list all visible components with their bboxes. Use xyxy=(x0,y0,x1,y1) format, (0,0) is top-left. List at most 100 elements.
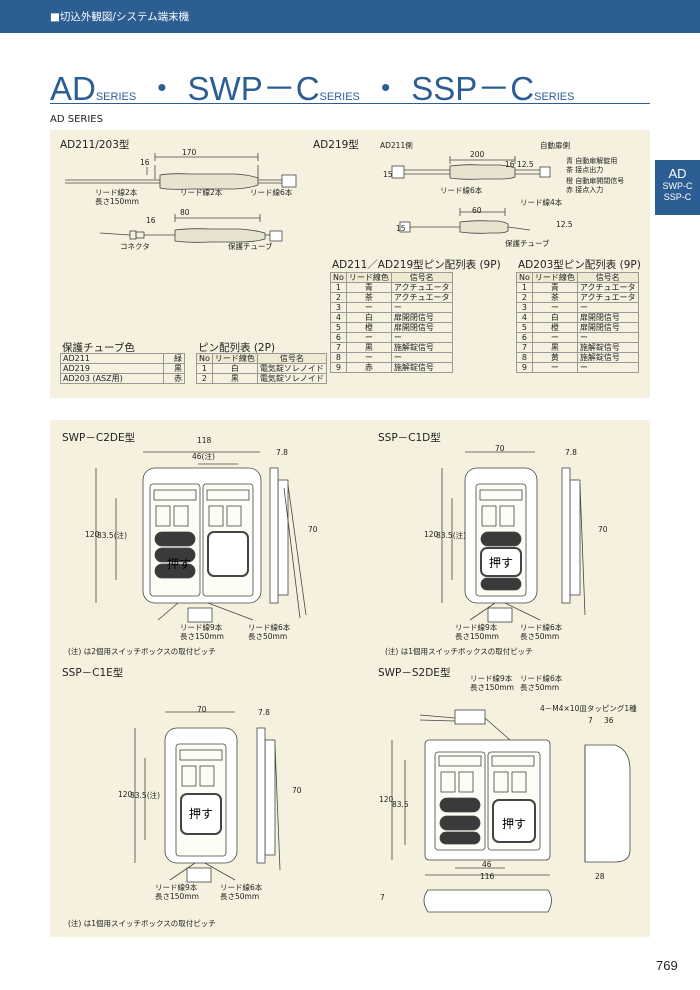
ssp-c1d-dim-70b: 70 xyxy=(598,525,608,534)
ssp-c1e-dim-120: 120 xyxy=(118,790,133,799)
wire-color: 茶 xyxy=(566,166,573,174)
table-cell: 青 xyxy=(345,282,392,293)
ad219-title: AD219型 xyxy=(313,139,359,151)
swp-c2de-dim-120: 120 xyxy=(85,530,100,539)
title-series: SERIES xyxy=(95,91,137,103)
table-cell: 黄 xyxy=(531,352,578,363)
table-cell: 赤 xyxy=(345,362,392,373)
ad219-dim-15b: 15 xyxy=(396,224,406,233)
swp-s2de-lead9: リード線9本 xyxy=(470,674,513,683)
table-cell: 3 xyxy=(516,302,533,313)
swp-s2de-drawing: 押す xyxy=(391,709,631,913)
ad211-dim-80: 80 xyxy=(180,208,190,217)
table-cell: ー xyxy=(390,332,453,343)
table-cell: 扉開閉信号 xyxy=(390,322,453,333)
table-cell: 8 xyxy=(516,352,533,363)
pin9a-title: AD211／AD219型ピン配列表 (9P) xyxy=(332,259,501,271)
swp-s2de-dim-7b: 7 xyxy=(380,893,385,902)
ad219-dim-60: 60 xyxy=(472,206,482,215)
table-cell: 扉開閉信号 xyxy=(576,322,639,333)
table-cell: ー xyxy=(390,352,453,363)
ad211-dim-170: 170 xyxy=(182,148,197,157)
title-series: SERIES xyxy=(534,91,575,103)
ad219-tube: 保護チューブ xyxy=(505,239,550,248)
swp-c2de-dim-46: 46(注) xyxy=(192,452,215,461)
ad219-wire-orange: 橙 自動扉開閉信号 xyxy=(566,176,624,186)
table-cell: ー xyxy=(345,302,392,313)
table-cell: 青 xyxy=(531,282,578,293)
table-cell: 3 xyxy=(330,302,347,313)
table-cell: 施解錠信号 xyxy=(390,342,453,353)
table-header: No xyxy=(330,272,347,283)
table-cell: 6 xyxy=(516,332,533,343)
ssp-c1e-lead9: リード線9本 xyxy=(155,883,198,892)
title-rule xyxy=(50,103,650,104)
table-cell: 茶 xyxy=(531,292,578,303)
table-cell: ー xyxy=(576,302,639,313)
table-cell: AD203 (ASZ用) xyxy=(59,373,165,384)
table-cell: 橙 xyxy=(531,322,578,333)
swp-s2de-dim-36: 36 xyxy=(604,716,614,725)
table-cell: アクチュエータ xyxy=(576,292,639,303)
ad211-dim-16b: 16 xyxy=(146,216,156,225)
table-cell: 5 xyxy=(516,322,533,333)
ad219-dim-15: 15 xyxy=(383,170,393,179)
ssp-c1e-lead6: リード線6本 xyxy=(220,883,263,892)
ad219-side-ad211: AD211側 xyxy=(380,141,413,150)
header-bar: ■切込外観図/システム端末機 xyxy=(0,0,700,33)
table-cell: 1 xyxy=(330,282,347,293)
ad219-drawing xyxy=(391,156,551,234)
table-cell: 1 xyxy=(516,282,533,293)
table-cell: 9 xyxy=(330,362,347,373)
ssp-c1e-dim-70: 70 xyxy=(197,705,207,714)
table-cell: 6 xyxy=(330,332,347,343)
ssp-c1e-note: (注) は1個用スイッチボックスの取付ピッチ xyxy=(68,919,216,928)
title-dot: ・ xyxy=(359,70,412,107)
table-cell: ー xyxy=(531,332,578,343)
ssp-c1e-dim-83-5: 83.5(注) xyxy=(130,791,161,800)
push-button-label: 押す xyxy=(489,556,513,570)
wire-desc: 接点出力 xyxy=(575,166,604,174)
table-cell: アクチュエータ xyxy=(390,282,453,293)
ad211-title: AD211/203型 xyxy=(60,139,130,151)
table-cell: 扉開閉信号 xyxy=(390,312,453,323)
ad219-wire-brown: 茶 接点出力 xyxy=(566,165,603,175)
table-cell: 2 xyxy=(516,292,533,303)
push-button-label: 押す xyxy=(189,807,213,821)
title-dot: ・ xyxy=(136,70,188,107)
ad219-lead-4: リード線4本 xyxy=(520,198,563,207)
swp-c2de-lead6: リード線6本 xyxy=(248,623,291,632)
ad211-lead-length: 長さ150mm xyxy=(95,197,139,206)
title-ssp: SSP－C xyxy=(411,70,535,107)
title-ad: AD xyxy=(50,70,96,107)
swp-s2de-title: SWP－S2DE型 xyxy=(378,667,451,679)
ssp-c1d-title: SSP－C1D型 xyxy=(378,432,441,444)
pin2-title: ピン配列表 (2P) xyxy=(198,342,276,354)
swp-c2de-title: SWP－C2DE型 xyxy=(62,432,136,444)
table-cell: 扉開閉信号 xyxy=(576,312,639,323)
ad211-drawing xyxy=(65,153,297,243)
table-cell: 8 xyxy=(330,352,347,363)
table-header: 信号名 xyxy=(576,272,639,283)
table-header: 信号名 xyxy=(390,272,453,283)
table-cell: 黒 xyxy=(163,363,185,374)
side-tab: AD SWP-C SSP-C xyxy=(655,160,700,215)
table-cell: 白 xyxy=(211,363,258,374)
ssp-c1d-note: (注) は1個用スイッチボックスの取付ピッチ xyxy=(385,647,533,656)
table-row: AD203 (ASZ用)赤 xyxy=(59,373,185,384)
